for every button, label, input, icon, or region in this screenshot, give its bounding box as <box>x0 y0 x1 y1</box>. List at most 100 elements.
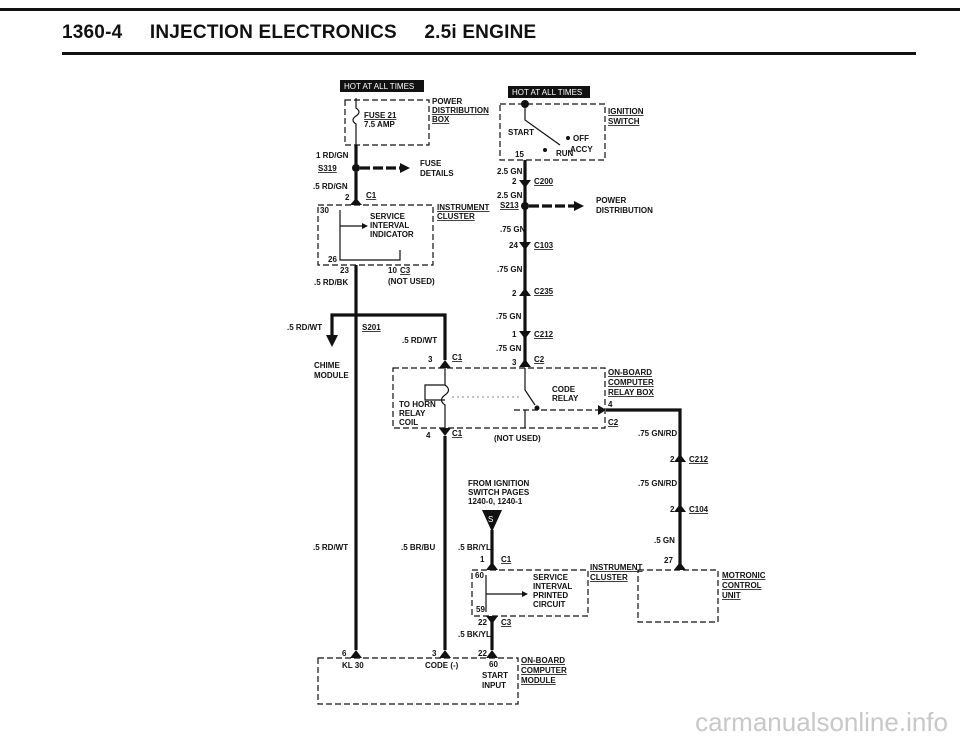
motronic-box <box>637 569 719 623</box>
horn-coil-wire <box>424 368 446 401</box>
top-rule <box>0 8 960 11</box>
horn-label-2: RELAY <box>399 409 426 418</box>
instrument-label-1: INSTRUMENT <box>437 203 490 212</box>
lower-pin-59-label: 59 <box>476 605 485 614</box>
code-label: CODE (-) <box>425 661 459 670</box>
c3-label: C3 <box>400 266 411 275</box>
power-dist-2: DISTRIBUTION <box>596 206 653 215</box>
code-relay-1: CODE <box>552 385 576 394</box>
pin-3-c1-label: 3 <box>428 355 433 364</box>
relay-not-used: (NOT USED) <box>494 434 541 443</box>
pin-23-label: 23 <box>340 266 349 275</box>
s319-label: S319 <box>318 164 337 173</box>
motronic-3: UNIT <box>722 591 741 600</box>
c2-top-label: C2 <box>534 355 545 364</box>
c1-bottom-label: C1 <box>452 429 463 438</box>
connector-c1-relay <box>439 360 451 368</box>
fuse-details-arrowhead <box>400 163 410 173</box>
connector-lower-c1 <box>486 562 498 570</box>
wire-75gn-a-label: .75 GN <box>500 225 526 234</box>
chime-2: MODULE <box>314 371 349 380</box>
pin-30-label: 30 <box>320 206 329 215</box>
connector-lower-c3 <box>486 616 498 624</box>
splice-s213 <box>521 202 529 210</box>
relay-box <box>392 367 606 429</box>
power-distribution-box <box>344 99 430 146</box>
relay-contact-point <box>534 405 540 411</box>
connector-c104 <box>674 504 686 512</box>
wire-75gnrd-b-label: .75 GN/RD <box>638 479 677 488</box>
bottom-pin-3: 3 <box>432 649 437 658</box>
pin-15-label: 15 <box>515 150 524 159</box>
lower-c3-label: C3 <box>501 618 512 627</box>
wire-5bkyl-label: .5 BK/YL <box>458 630 491 639</box>
c235-label: C235 <box>534 287 554 296</box>
page-code: 1360-4 <box>62 22 123 43</box>
splice-s319 <box>352 164 360 172</box>
sip-1: SERVICE <box>533 573 569 582</box>
run-contact <box>543 148 547 152</box>
connector-pin-22 <box>486 650 498 658</box>
horn-label-3: COIL <box>399 418 418 427</box>
connector-c2-top <box>519 359 531 367</box>
wire-75gn-c-label: .75 GN <box>496 312 522 321</box>
relay-box-title-3: RELAY BOX <box>608 388 654 397</box>
ignition-label-2: SWITCH <box>608 117 640 126</box>
wire-5brbu-label: .5 BR/BU <box>401 543 435 552</box>
pin-2-c235-label: 2 <box>512 289 517 298</box>
chime-arrow <box>326 335 338 347</box>
kl30-label: KL 30 <box>342 661 364 670</box>
bottom-pin-60: 60 <box>489 660 498 669</box>
from-ign-2: SWITCH PAGES <box>468 488 530 497</box>
from-ign-3: 1240-0, 1240-1 <box>468 497 523 506</box>
relay-box-title-2: COMPUTER <box>608 378 654 387</box>
connector-c200 <box>519 180 531 188</box>
c1-relay-label: C1 <box>452 353 463 362</box>
hot-label-left: HOT AT ALL TIMES <box>344 82 414 91</box>
s-badge-label: S <box>488 515 493 524</box>
start-input-1: START <box>482 671 508 680</box>
run-label: RUN <box>556 149 574 158</box>
ignition-label-1: IGNITION <box>608 107 644 116</box>
lower-instrument-2: CLUSTER <box>590 573 628 582</box>
ignition-switch-box <box>499 103 606 161</box>
wire-5rdbk-label: .5 RD/BK <box>314 278 348 287</box>
lower-c1-label: C1 <box>501 555 512 564</box>
connector-c212-bottom <box>674 454 686 462</box>
sip-box <box>471 569 589 617</box>
hot-label-left-bg <box>340 80 424 92</box>
power-dist-1: POWER <box>596 196 626 205</box>
c103-label: C103 <box>534 241 554 250</box>
wire-75gnrd-a-label: .75 GN/RD <box>638 429 677 438</box>
motronic-2: CONTROL <box>722 581 762 590</box>
c104-label: C104 <box>689 505 709 514</box>
c212-top-label: C212 <box>534 330 554 339</box>
connector-c1-bottom <box>439 428 451 436</box>
wire-1rdgn-label: 1 RD/GN <box>316 151 349 160</box>
chime-1: CHIME <box>314 361 340 370</box>
connector-pin-3 <box>439 650 451 658</box>
pin-2-c212-label: 2 <box>670 455 675 464</box>
pin-10-label: 10 <box>388 266 397 275</box>
wire-75gnrd <box>606 408 682 570</box>
header-rule <box>62 52 916 55</box>
sii-2: INTERVAL <box>370 221 409 230</box>
start-input-2: INPUT <box>482 681 506 690</box>
connector-c103 <box>519 242 531 250</box>
connector-27 <box>674 562 686 570</box>
relay-coil-symbol <box>440 384 450 428</box>
section-title: INJECTION ELECTRONICS <box>149 22 397 43</box>
pin-24-label: 24 <box>509 241 518 250</box>
wire-to-chime <box>330 313 356 335</box>
sii-3: INDICATOR <box>370 230 414 239</box>
c1-label: C1 <box>366 191 377 200</box>
pin-26-label: 26 <box>328 255 337 264</box>
wire-5rdgn-label: .5 RD/GN <box>313 182 348 191</box>
lower-instrument-1: INSTRUMENT <box>590 563 643 572</box>
lower-pin-60-label: 60 <box>475 571 484 580</box>
sii-arrowhead <box>362 223 368 229</box>
wire-5rdwt-low-label: .5 RD/WT <box>313 543 348 552</box>
code-relay-2: RELAY <box>552 394 579 403</box>
wire-5brylt-label: .5 BR/YL <box>458 543 491 552</box>
